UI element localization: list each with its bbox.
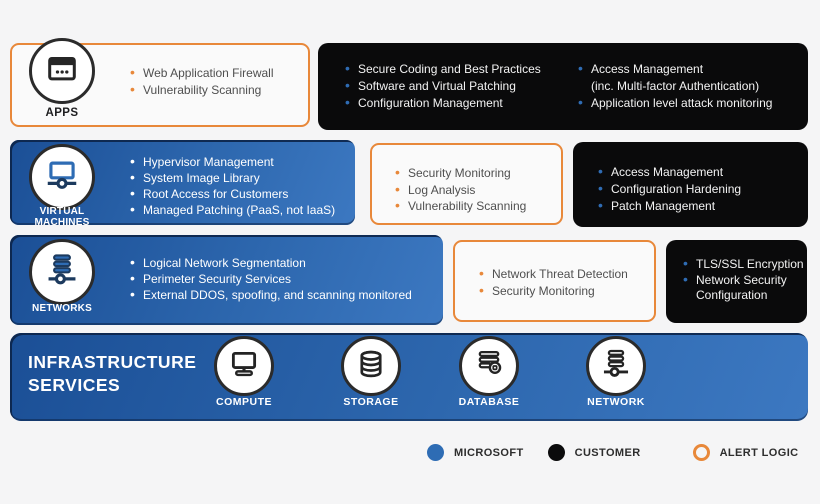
- list-item: Network Threat Detection: [479, 265, 654, 283]
- apps-customer-box: Secure Coding and Best Practices Softwar…: [318, 43, 808, 130]
- vm-customer-items: Access Management Configuration Hardenin…: [598, 163, 808, 215]
- storage-label: STORAGE: [343, 396, 399, 408]
- list-item: Secure Coding and Best Practices: [345, 60, 578, 78]
- apps-customer-col2: Access Management (inc. Multi-factor Aut…: [578, 60, 772, 130]
- infrastructure-title: INFRASTRUCTURE SERVICES: [28, 352, 197, 395]
- list-item: Managed Patching (PaaS, not IaaS): [130, 201, 335, 218]
- alert-logic-ring-icon: [692, 444, 710, 461]
- list-item: TLS/SSL Encryption: [683, 256, 807, 273]
- list-item: Security Monitoring: [479, 282, 654, 300]
- networks-alert-logic-box: Network Threat Detection Security Monito…: [453, 240, 656, 322]
- legend-item-alert-logic: ALERT LOGIC: [692, 444, 799, 461]
- list-item: Perimeter Security Services: [130, 270, 412, 287]
- database-badge: [459, 336, 519, 396]
- legend-label: ALERT LOGIC: [719, 446, 799, 459]
- list-item: Hypervisor Management: [130, 153, 335, 170]
- apps-alert-items: Web Application Firewall Vulnerability S…: [130, 64, 274, 99]
- compute-label: COMPUTE: [216, 396, 272, 408]
- legend-label: MICROSOFT: [454, 446, 524, 459]
- legend-item-customer: CUSTOMER: [547, 444, 641, 461]
- networks-customer-box: TLS/SSL Encryption Network Security Conf…: [666, 240, 807, 323]
- apps-label: APPS: [45, 107, 79, 119]
- apps-customer-col1: Secure Coding and Best Practices Softwar…: [345, 60, 578, 130]
- list-item: Security Monitoring: [395, 164, 561, 182]
- list-item: System Image Library: [130, 169, 335, 186]
- customer-dot-icon: [547, 444, 565, 461]
- networks-customer-items: TLS/SSL Encryption Network Security Conf…: [683, 256, 807, 304]
- list-item: Network Security Configuration: [683, 272, 807, 304]
- list-item: External DDOS, spoofing, and scanning mo…: [130, 286, 412, 303]
- compute-badge: [214, 336, 274, 396]
- vm-label: VIRTUAL MACHINES: [34, 206, 90, 228]
- storage-cylinder-icon: [354, 347, 388, 386]
- networks-alert-items: Network Threat Detection Security Monito…: [479, 265, 654, 300]
- infrastructure-services-bar: [10, 333, 808, 421]
- microsoft-dot-icon: [427, 444, 444, 461]
- list-item: Web Application Firewall: [130, 64, 274, 82]
- list-item: Vulnerability Scanning: [395, 197, 561, 215]
- list-item: Access Management (inc. Multi-factor Aut…: [578, 60, 772, 95]
- list-item: Vulnerability Scanning: [130, 81, 274, 99]
- list-item: Logical Network Segmentation: [130, 254, 412, 271]
- list-item: Log Analysis: [395, 181, 561, 199]
- legend-label: CUSTOMER: [574, 446, 641, 459]
- virtual-machine-icon: [43, 156, 81, 199]
- networks-label: NETWORKS: [32, 303, 92, 314]
- network-badge: [586, 336, 646, 396]
- list-item: Configuration Management: [345, 94, 578, 112]
- vm-microsoft-items: Hypervisor Management System Image Libra…: [130, 153, 335, 218]
- list-item: Software and Virtual Patching: [345, 77, 578, 95]
- browser-window-icon: [44, 51, 80, 92]
- vm-alert-logic-box: Security Monitoring Log Analysis Vulnera…: [370, 143, 563, 225]
- vm-alert-items: Security Monitoring Log Analysis Vulnera…: [395, 164, 561, 215]
- network-node-icon: [599, 347, 633, 386]
- storage-badge: [341, 336, 401, 396]
- networks-badge: [29, 239, 95, 305]
- list-item: Application level attack monitoring: [578, 94, 772, 112]
- network-label: NETWORK: [587, 396, 645, 408]
- networks-microsoft-items: Logical Network Segmentation Perimeter S…: [130, 254, 412, 303]
- list-item: Configuration Hardening: [598, 180, 808, 198]
- apps-badge: [29, 38, 95, 104]
- list-item: Patch Management: [598, 197, 808, 215]
- vm-customer-box: Access Management Configuration Hardenin…: [573, 142, 808, 227]
- network-stack-icon: [43, 251, 81, 294]
- database-stack-icon: [472, 347, 506, 386]
- compute-monitor-icon: [227, 347, 261, 386]
- vm-badge: [29, 144, 95, 210]
- list-item: Access Management: [598, 163, 808, 181]
- database-label: DATABASE: [458, 396, 520, 408]
- legend: MICROSOFT CUSTOMER ALERT LOGIC: [427, 444, 799, 461]
- list-item: Root Access for Customers: [130, 185, 335, 202]
- legend-item-microsoft: MICROSOFT: [427, 444, 524, 461]
